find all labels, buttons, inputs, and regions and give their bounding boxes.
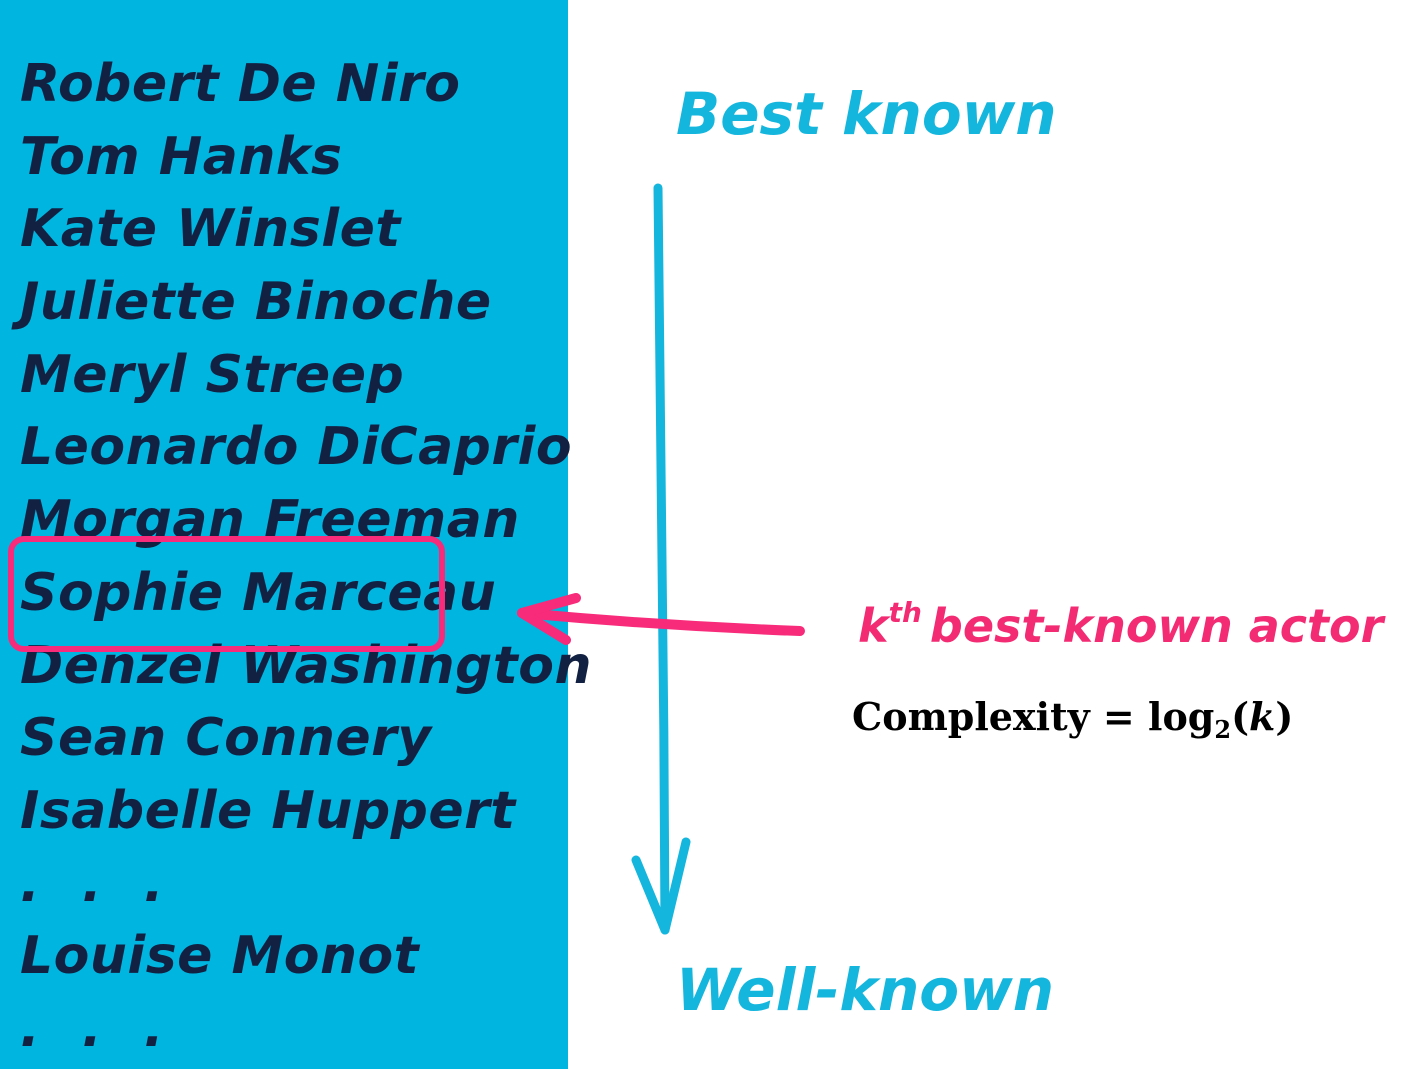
axis-top-label: Best known: [676, 80, 1057, 148]
actor-item: Tom Hanks: [20, 126, 343, 187]
log-base: 2: [1214, 715, 1232, 744]
actor-item: Isabelle Huppert: [20, 780, 516, 841]
kth-label-text: best-known actor: [929, 599, 1384, 653]
k-letter: k: [858, 599, 889, 653]
k-superscript: th: [888, 596, 922, 629]
list-ellipsis: . . .: [20, 853, 176, 914]
complexity-formula: Complexity = log2(k): [852, 694, 1293, 744]
close-paren: ): [1275, 694, 1294, 739]
actor-item: Leonardo DiCaprio: [20, 417, 573, 478]
highlight-box: [8, 536, 445, 652]
actor-item: Louise Monot: [20, 926, 420, 987]
actor-item: Juliette Binoche: [20, 272, 492, 333]
actor-item: Meryl Streep: [20, 344, 405, 405]
actor-item: Sean Connery: [20, 708, 432, 769]
actor-item: Robert De Niro: [20, 54, 461, 114]
vertical-axis-arrow: [631, 183, 691, 935]
complexity-prefix: Complexity = log: [852, 694, 1215, 739]
complexity-variable: k: [1249, 694, 1276, 739]
actor-list-panel: [0, 0, 568, 1069]
actor-item-highlighted: Sophie Marceau: [20, 562, 497, 623]
actor-item: Denzel Washington: [20, 635, 592, 696]
actor-item: Kate Winslet: [20, 199, 401, 260]
list-ellipsis: . . .: [20, 998, 176, 1059]
axis-shaft: [653, 183, 670, 935]
open-paren: (: [1231, 694, 1250, 739]
axis-arrowhead: [631, 837, 691, 935]
axis-bottom-label: Well-known: [676, 956, 1055, 1024]
